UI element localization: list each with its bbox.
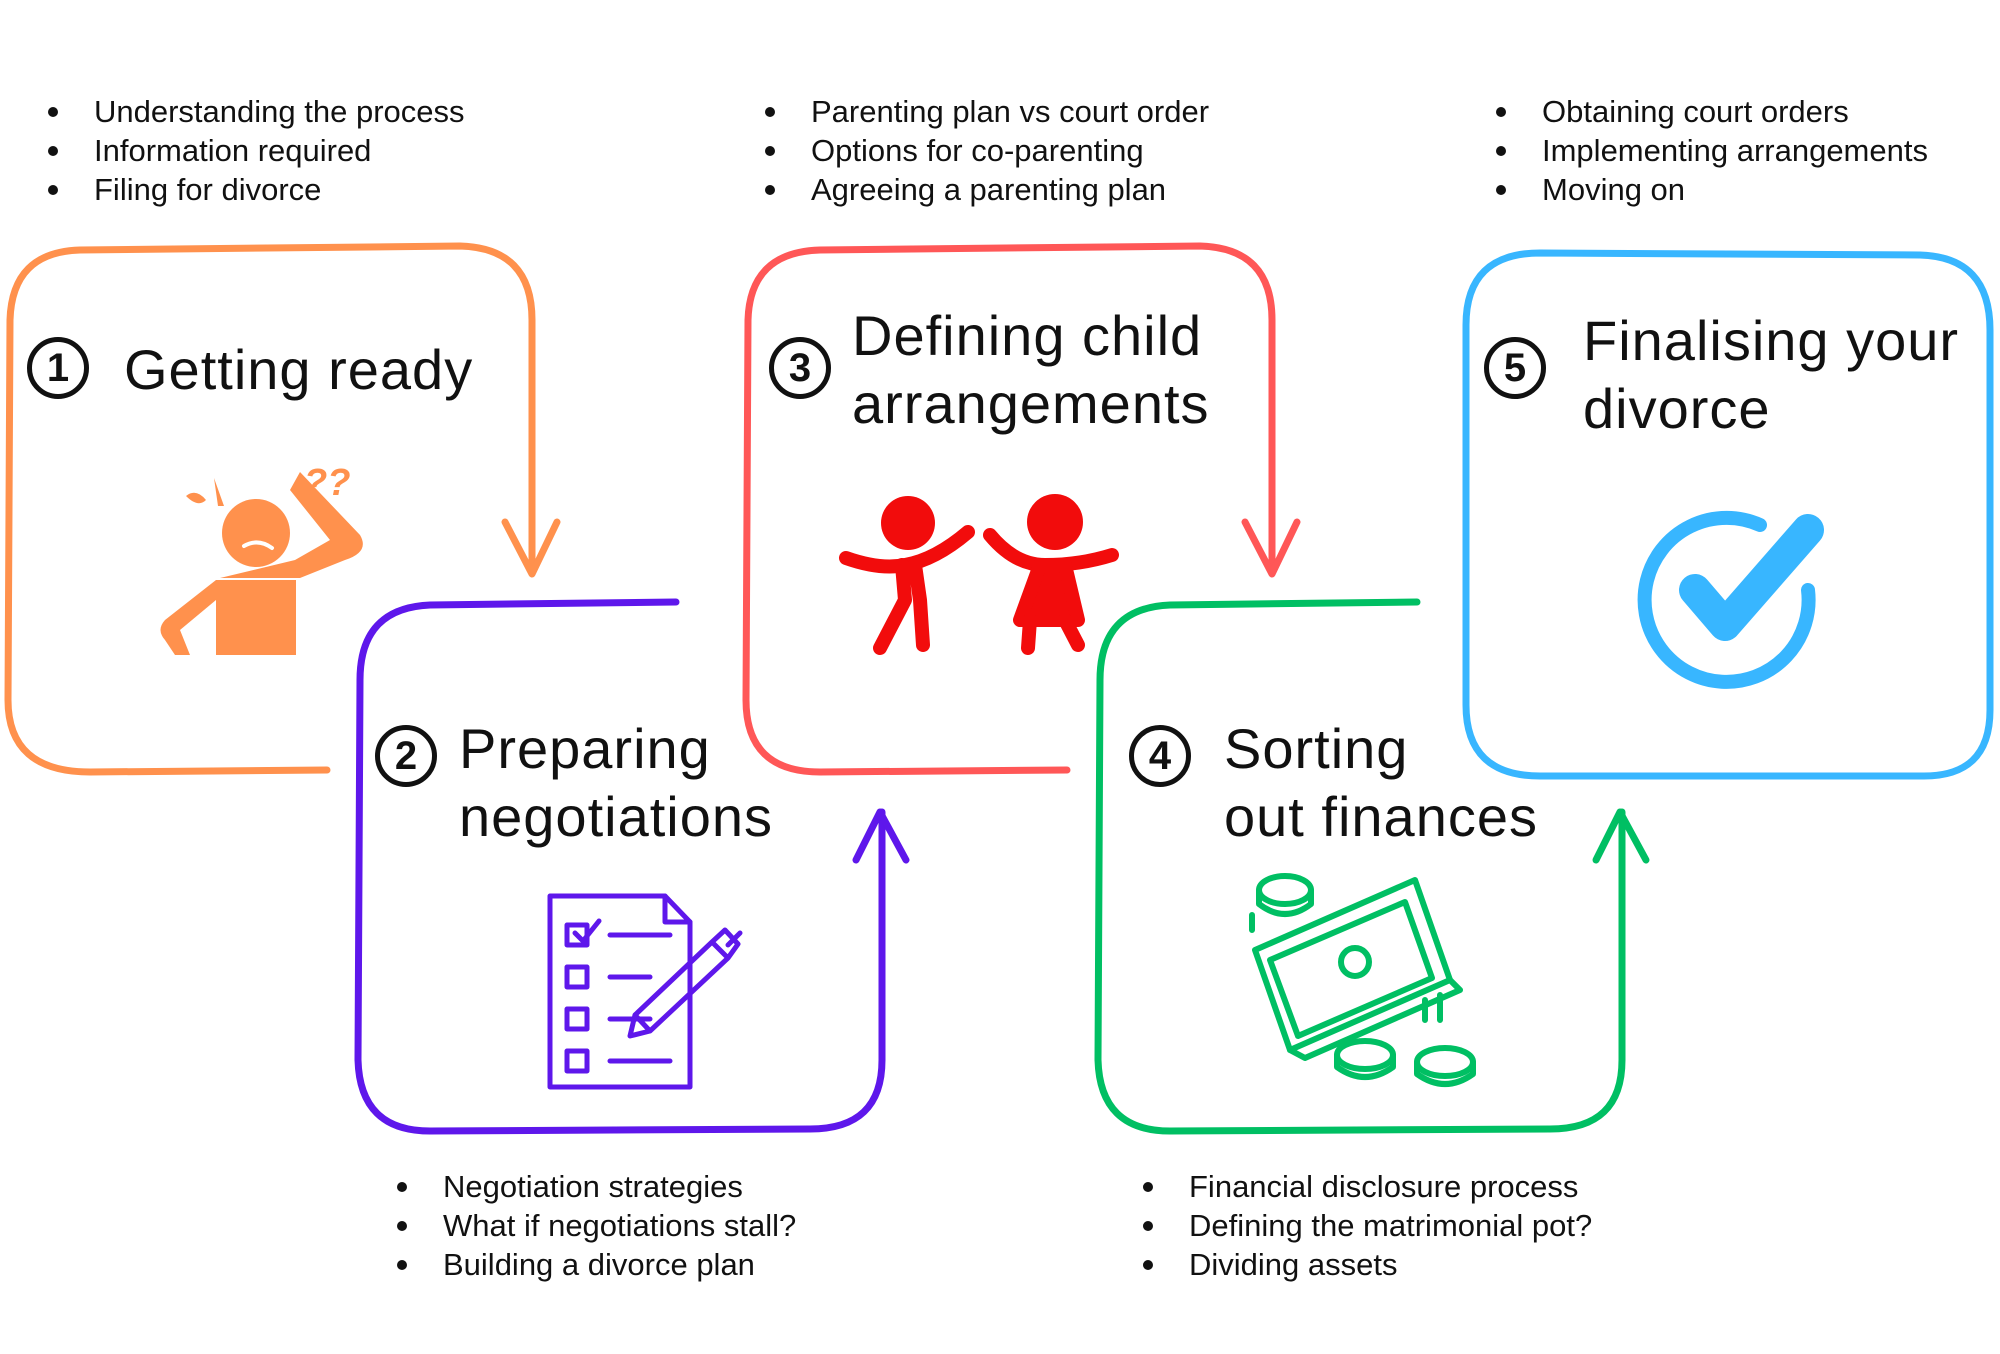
step1-number: 1 [27, 337, 89, 399]
title-line: Finalising your [1583, 309, 1960, 372]
step5-frame [1462, 249, 1994, 780]
step5-bullets: Obtaining court orders Implementing arra… [1496, 92, 1928, 209]
title-line: arrangements [852, 372, 1210, 435]
step2-title: Preparing negotiations [459, 715, 773, 851]
confused-person-icon: ?? [160, 462, 363, 655]
step3-title: Defining child arrangements [852, 302, 1210, 438]
step4-number: 4 [1129, 725, 1191, 787]
step1-frame [4, 242, 536, 776]
bullet-item: Filing for divorce [48, 170, 465, 209]
svg-text:??: ?? [304, 462, 350, 504]
title-line: Getting ready [124, 338, 474, 401]
step3-number: 3 [769, 337, 831, 399]
bullet-item: Defining the matrimonial pot? [1143, 1206, 1592, 1245]
bullet-item: Implementing arrangements [1496, 131, 1928, 170]
step5-number: 5 [1484, 337, 1546, 399]
step2-arrow-icon [852, 808, 910, 864]
bullet-item: Options for co-parenting [765, 131, 1209, 170]
bullet-item: Agreeing a parenting plan [765, 170, 1209, 209]
step3-bullets: Parenting plan vs court order Options fo… [765, 92, 1209, 209]
title-line: Preparing [459, 717, 711, 780]
bullet-item: Financial disclosure process [1143, 1167, 1592, 1206]
bullet-item: What if negotiations stall? [397, 1206, 796, 1245]
money-coins-icon [1249, 873, 1476, 1087]
title-line: divorce [1583, 377, 1771, 440]
step4-bullets: Financial disclosure process Defining th… [1143, 1167, 1592, 1284]
title-line: negotiations [459, 785, 774, 848]
bullet-item: Negotiation strategies [397, 1167, 796, 1206]
step5-title: Finalising your divorce [1583, 307, 1959, 443]
step3-arrow-icon [1241, 518, 1301, 578]
step2-frame [354, 598, 886, 1135]
bullet-item: Information required [48, 131, 465, 170]
step1-arrow-icon [501, 518, 561, 578]
step2-number: 2 [375, 725, 437, 787]
checkmark-circle-icon [1637, 510, 1824, 689]
bullet-item: Understanding the process [48, 92, 465, 131]
step4-title: Sorting out finances [1224, 715, 1538, 851]
step3-frame [742, 242, 1276, 776]
step4-frame [1094, 598, 1626, 1135]
children-icon [839, 494, 1119, 655]
checklist-pen-icon [547, 893, 743, 1090]
bullet-item: Obtaining court orders [1496, 92, 1928, 131]
title-line: out finances [1224, 785, 1538, 848]
step1-title: Getting ready [124, 336, 473, 404]
bullet-item: Moving on [1496, 170, 1928, 209]
bullet-item: Parenting plan vs court order [765, 92, 1209, 131]
bullet-item: Building a divorce plan [397, 1245, 796, 1284]
step1-bullets: Understanding the process Information re… [48, 92, 465, 209]
step4-arrow-icon [1592, 808, 1650, 864]
bullet-item: Dividing assets [1143, 1245, 1592, 1284]
step2-bullets: Negotiation strategies What if negotiati… [397, 1167, 796, 1284]
title-line: Defining child [852, 304, 1203, 367]
title-line: Sorting [1224, 717, 1409, 780]
